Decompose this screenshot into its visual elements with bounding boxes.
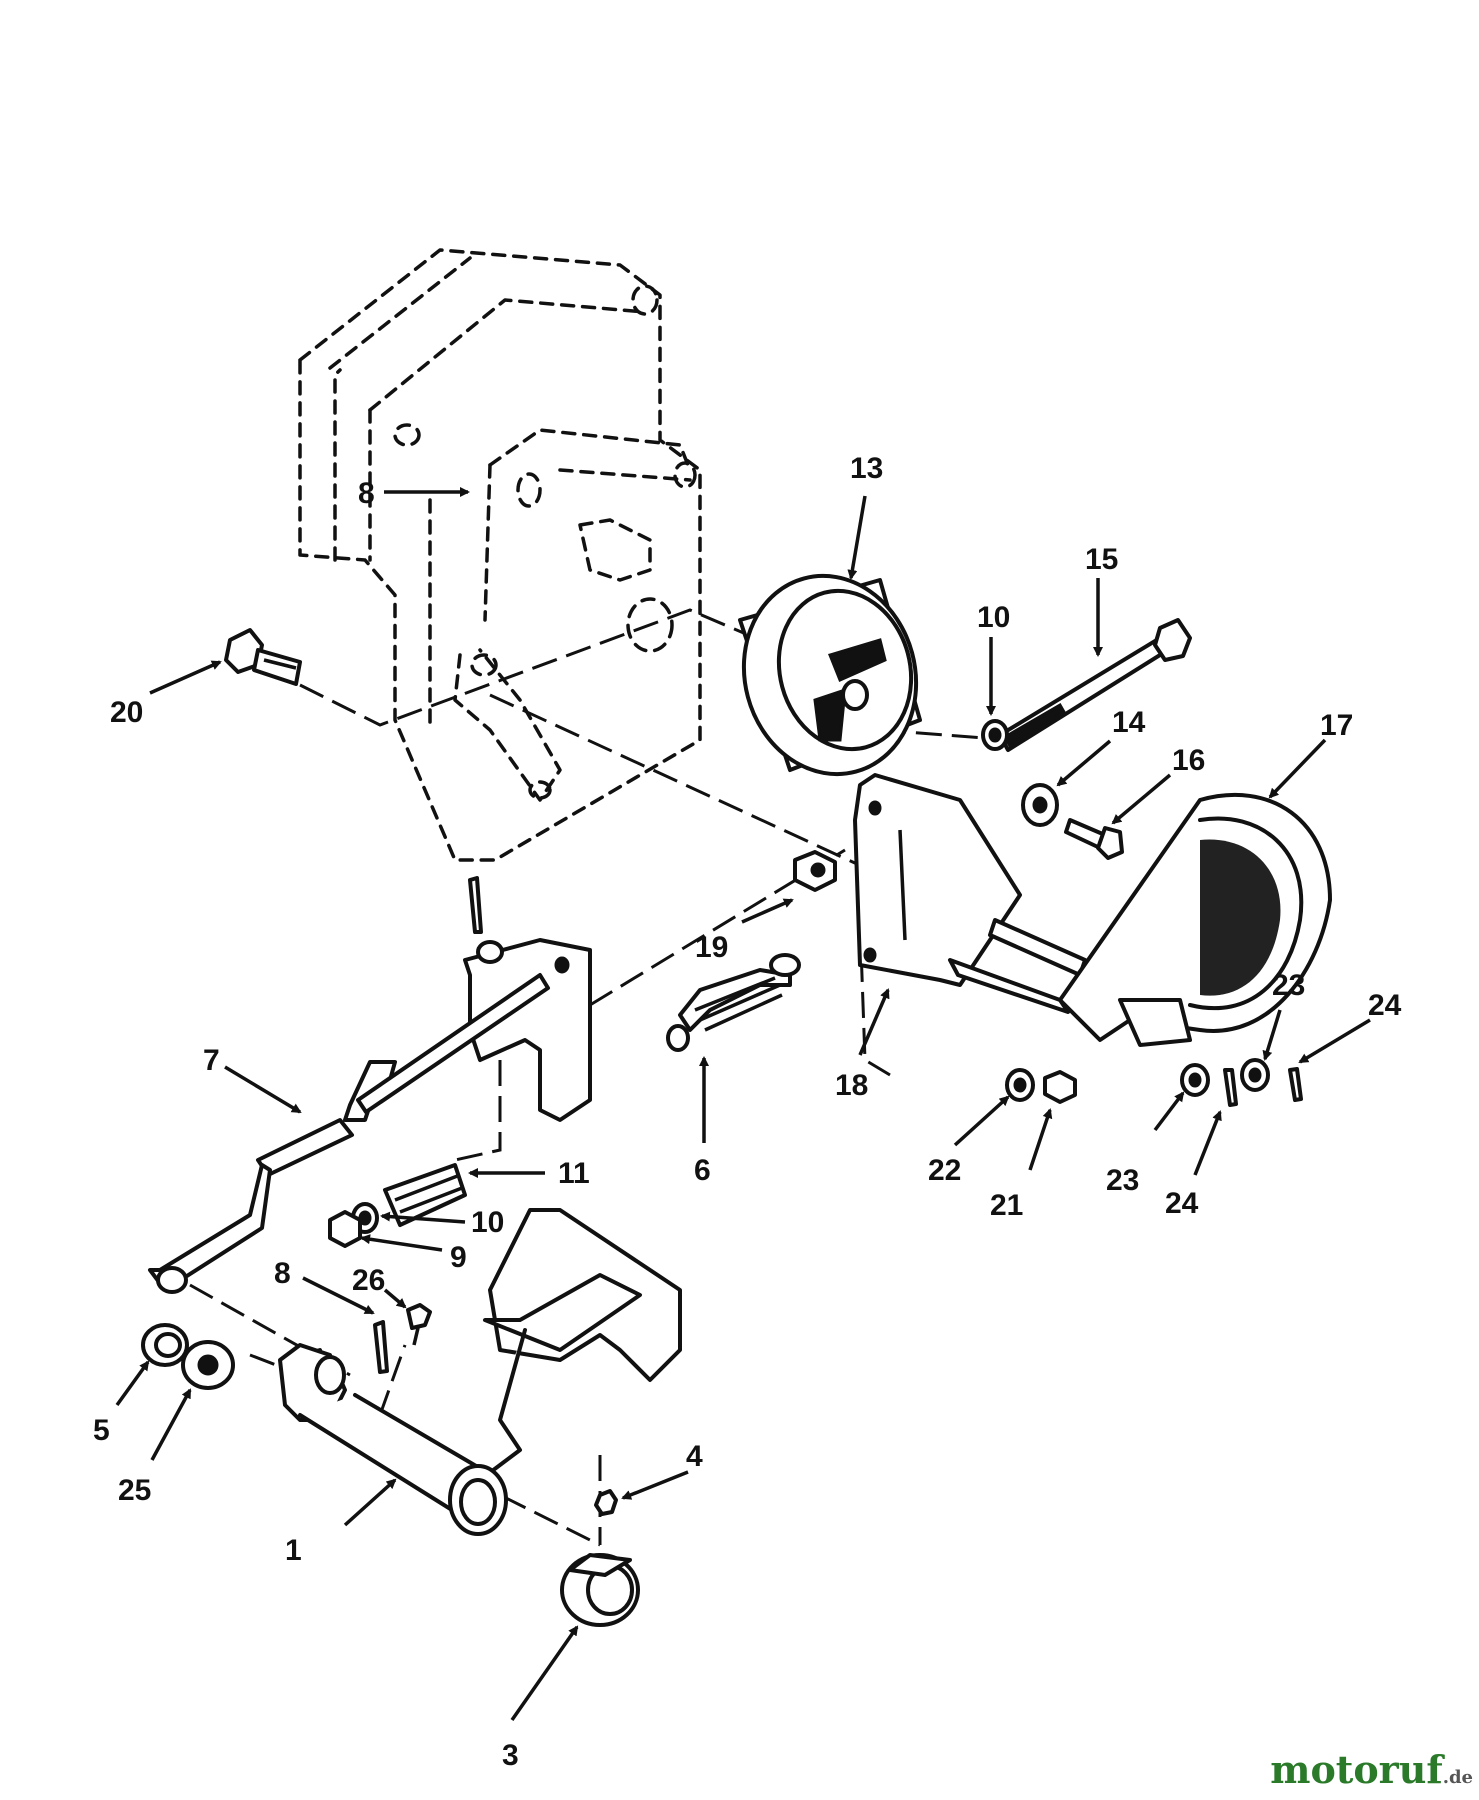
watermark-suffix: .de (1442, 1767, 1473, 1788)
collar-3 (560, 1553, 640, 1627)
spring-6 (666, 953, 801, 1052)
callout-10-lower: 10 (471, 1206, 504, 1239)
callout-15: 15 (1085, 543, 1118, 576)
callout-18: 18 (835, 1069, 868, 1102)
leader-13 (847, 495, 867, 580)
callout-23-upper: 23 (1272, 969, 1305, 1002)
callout-10-upper: 10 (977, 601, 1010, 634)
leader-23-upper (1262, 1009, 1282, 1061)
leader-9 (360, 1234, 443, 1252)
leader-26 (383, 1288, 407, 1309)
bolt-20 (224, 628, 302, 686)
callout-7: 7 (203, 1044, 220, 1077)
leader-1 (343, 1478, 397, 1527)
washer-14 (1021, 783, 1059, 827)
pin-24-upper (1288, 1067, 1303, 1102)
callout-25: 25 (118, 1474, 151, 1507)
callout-24-upper: 24 (1368, 989, 1402, 1022)
leader-16 (1111, 773, 1172, 825)
leader-3 (510, 1625, 579, 1722)
screw-26 (406, 1303, 432, 1346)
washer-22 (1005, 1068, 1035, 1102)
callout-16: 16 (1172, 744, 1205, 777)
callout-6: 6 (694, 1154, 711, 1187)
nut-19 (793, 850, 837, 892)
callout-20: 20 (110, 696, 143, 729)
watermark-text: motoruf (1270, 1747, 1443, 1792)
brake-rod-7 (148, 973, 550, 1294)
callout-3: 3 (502, 1739, 519, 1772)
washer-23-upper (1240, 1058, 1270, 1092)
spring-11 (383, 1163, 467, 1227)
pin-24-lower (1223, 1068, 1238, 1107)
callout-1: 1 (285, 1534, 302, 1567)
leader-7 (224, 1065, 302, 1114)
pedal-arm-1 (278, 1208, 682, 1536)
callout-21: 21 (990, 1189, 1023, 1222)
cotter-pin-8-upper (468, 876, 483, 934)
bushing-5 (141, 1323, 189, 1367)
washer-25 (181, 1340, 235, 1390)
callout-labels: 1 3 4 5 6 7 8 8 9 10 10 11 13 14 15 16 1… (93, 452, 1402, 1772)
callout-leaders (115, 487, 1371, 1722)
callout-8-lower: 8 (274, 1257, 291, 1290)
callout-14: 14 (1112, 706, 1146, 739)
leader-5 (115, 1360, 150, 1407)
leader-24-upper (1298, 1018, 1371, 1064)
bracket-18 (853, 773, 1087, 1014)
watermark-logo: motoruf.de (1270, 1747, 1473, 1792)
leader-20 (149, 660, 222, 695)
nut-9 (328, 1210, 362, 1248)
callout-4: 4 (686, 1440, 703, 1473)
callout-22: 22 (928, 1154, 961, 1187)
leader-18 (858, 988, 890, 1056)
leader-21 (1028, 1108, 1053, 1171)
leader-8-lower (302, 1276, 375, 1315)
callout-26: 26 (352, 1264, 385, 1297)
leader-17 (1268, 738, 1327, 799)
engine-phantom-outline (298, 248, 702, 862)
leader-14 (1056, 739, 1112, 787)
leader-23-lower (1153, 1091, 1185, 1132)
callout-13: 13 (850, 452, 883, 485)
callout-24-lower: 24 (1165, 1187, 1199, 1220)
callout-8-upper: 8 (358, 477, 375, 510)
set-screw-4 (594, 1489, 618, 1516)
washer-23-lower (1180, 1063, 1210, 1097)
callout-5: 5 (93, 1414, 110, 1447)
callout-17: 17 (1320, 709, 1353, 742)
bolt-15 (998, 618, 1192, 752)
callout-9: 9 (450, 1241, 467, 1274)
leader-24-lower (1193, 1110, 1222, 1176)
washer-10-upper (981, 719, 1009, 751)
leader-25 (150, 1388, 192, 1461)
leader-19 (741, 898, 794, 924)
leader-10-lower (380, 1211, 466, 1224)
callout-19: 19 (695, 931, 728, 964)
callout-23-lower: 23 (1106, 1164, 1139, 1197)
leader-4 (621, 1470, 689, 1500)
pulley-13 (738, 573, 922, 777)
leader-22 (953, 1095, 1010, 1147)
brake-band-17 (1058, 793, 1332, 1047)
bolt-16 (1064, 818, 1124, 860)
cotter-pin-8-lower (373, 1320, 389, 1374)
callout-11: 11 (558, 1157, 590, 1190)
nut-21 (1043, 1070, 1077, 1104)
